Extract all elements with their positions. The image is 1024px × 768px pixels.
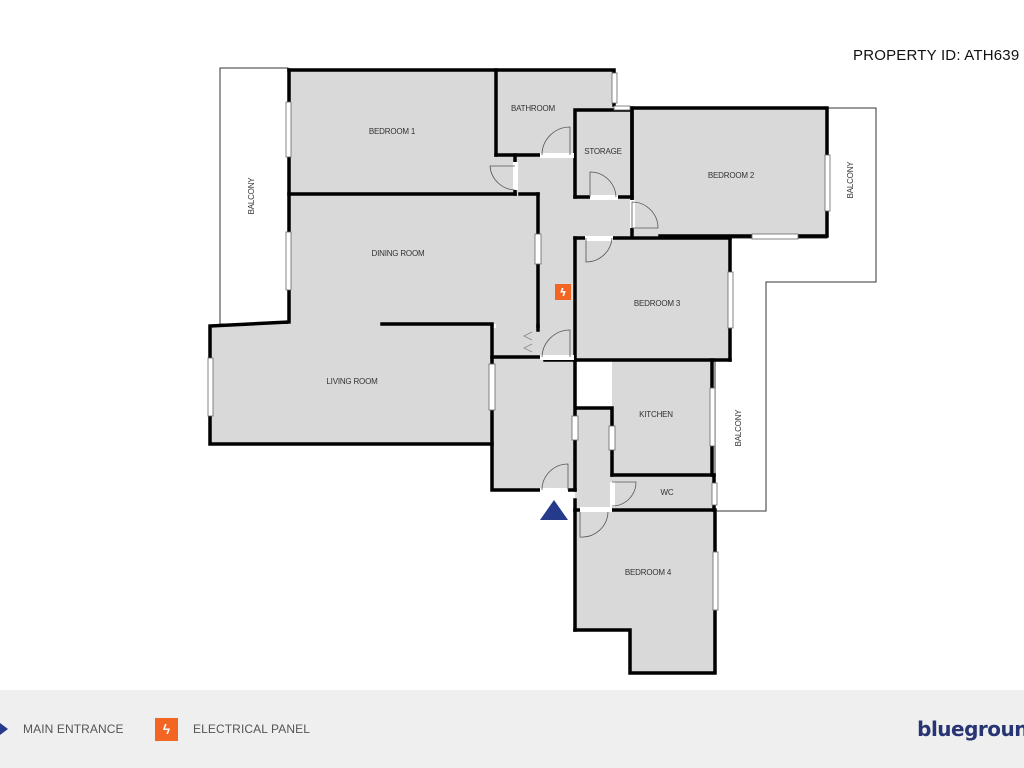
main-entrance-icon [540, 500, 568, 520]
room-bedroom4 [575, 510, 715, 673]
label-bedroom4: BEDROOM 4 [625, 568, 672, 577]
label-balcony-west: BALCONY [247, 177, 256, 215]
room-bedroom3 [575, 238, 730, 360]
label-bedroom2: BEDROOM 2 [708, 171, 755, 180]
label-balcony-east: BALCONY [846, 161, 855, 199]
windows [207, 72, 831, 611]
room-hall [575, 408, 612, 512]
label-bedroom3: BEDROOM 3 [634, 299, 681, 308]
label-balcony-south: BALCONY [734, 409, 743, 447]
entrance-arrow-icon [0, 723, 8, 735]
room-wc [612, 475, 714, 510]
label-wc: WC [661, 488, 674, 497]
label-bathroom: BATHROOM [511, 104, 556, 113]
property-id: PROPERTY ID: ATH639 [853, 47, 1020, 64]
room-labels: BEDROOM 1 BATHROOM STORAGE BEDROOM 2 DIN… [247, 104, 855, 577]
room-living [210, 324, 492, 444]
svg-text:ϟ: ϟ [559, 286, 566, 299]
label-kitchen: KITCHEN [639, 410, 673, 419]
room-closet [492, 328, 538, 360]
electrical-panel-icon: ϟ [555, 284, 571, 300]
room-fills [210, 70, 827, 673]
legend-electrical-panel: ϟ ELECTRICAL PANEL [155, 690, 310, 768]
label-dining: DINING ROOM [372, 249, 425, 258]
room-bedroom2 [632, 108, 827, 236]
electrical-panel-icon: ϟ [155, 717, 178, 741]
room-storage [575, 110, 632, 198]
room-corridor2 [575, 198, 632, 238]
room-bedroom1 [288, 70, 496, 194]
legend-label: ELECTRICAL PANEL [193, 722, 310, 736]
walls [208, 68, 829, 675]
legend-main-entrance: MAIN ENTRANCE [0, 690, 124, 768]
legend-label: MAIN ENTRANCE [23, 722, 124, 736]
brand-logo: bluegroun [917, 717, 1024, 741]
bifold-door [523, 331, 533, 353]
label-bedroom1: BEDROOM 1 [369, 127, 416, 136]
room-kitchen [612, 360, 712, 475]
label-living: LIVING ROOM [326, 377, 378, 386]
legend-footer: MAIN ENTRANCE ϟ ELECTRICAL PANEL bluegro… [0, 690, 1024, 768]
door-openings [513, 153, 635, 512]
room-entry [492, 360, 575, 490]
label-storage: STORAGE [584, 147, 622, 156]
door-swings [489, 126, 659, 538]
floor-plan: BEDROOM 1 BATHROOM STORAGE BEDROOM 2 DIN… [207, 67, 877, 675]
